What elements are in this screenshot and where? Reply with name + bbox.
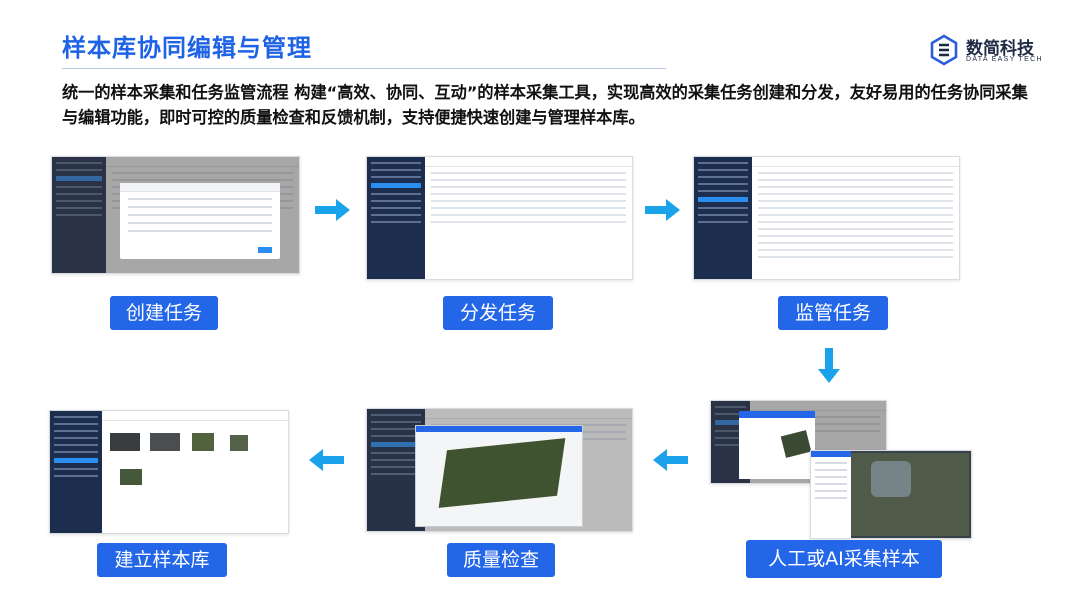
logo-icon [930, 34, 958, 66]
step-distribute-task[interactable]: 分发任务 [443, 296, 553, 330]
step-build-sample-library[interactable]: 建立样本库 [97, 543, 227, 577]
screenshot-create-task [51, 156, 300, 274]
arrow-right-icon [645, 199, 680, 221]
arrow-right-icon [315, 199, 350, 221]
logo-name: 数简科技 [966, 39, 1034, 59]
screenshot-monitor-task [693, 156, 960, 280]
step-create-task[interactable]: 创建任务 [110, 296, 218, 330]
step-monitor-task[interactable]: 监管任务 [778, 296, 888, 330]
title-divider [62, 68, 666, 69]
arrow-left-icon [653, 449, 688, 471]
description-text: 统一的样本采集和任务监管流程 构建“高效、协同、互动”的样本采集工具，实现高效的… [62, 83, 1028, 127]
arrow-down-icon [818, 348, 840, 383]
company-logo: 数简科技 DATA EASY TECH [928, 34, 1058, 68]
page-title: 样本库协同编辑与管理 [62, 34, 312, 62]
screenshot-quality-check [366, 408, 633, 532]
step-quality-check[interactable]: 质量检查 [447, 543, 555, 577]
screenshot-distribute-task [366, 156, 633, 280]
logo-tagline: DATA EASY TECH [966, 56, 1043, 63]
screenshot-satellite-map [810, 450, 972, 539]
screenshot-sample-library [49, 410, 289, 534]
arrow-left-icon [309, 449, 344, 471]
step-sample-collection[interactable]: 人工或AI采集样本 [746, 540, 942, 578]
